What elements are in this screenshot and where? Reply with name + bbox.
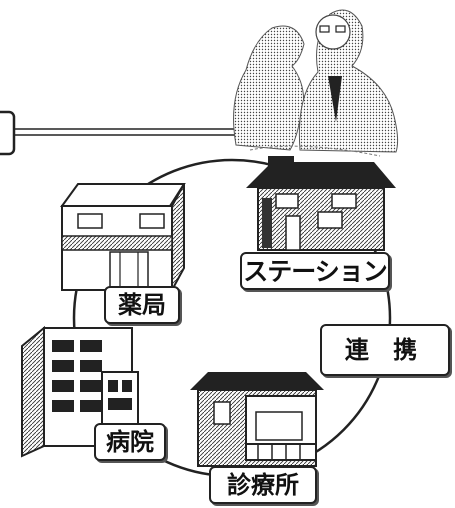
label-clinic: 診療所 — [209, 466, 317, 504]
label-pharmacy: 薬局 — [104, 286, 180, 324]
label-renkei: 連 携 — [320, 324, 450, 376]
label-station: ステーション — [240, 252, 390, 290]
left-box-connector — [0, 110, 240, 156]
label-hospital: 病院 — [94, 423, 166, 461]
station-house-icon — [246, 156, 396, 251]
people-sketch-icon — [233, 9, 399, 157]
pharmacy-building-icon — [60, 183, 186, 291]
clinic-house-icon — [190, 372, 324, 467]
